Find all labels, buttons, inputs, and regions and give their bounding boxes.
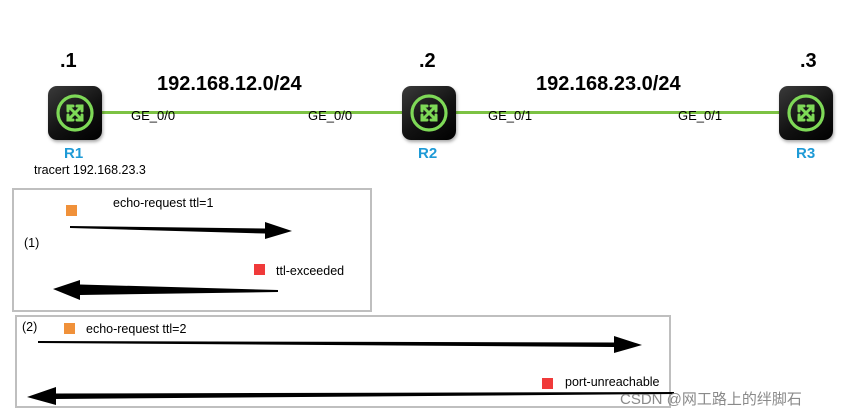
r1-host-octet: .1 (60, 50, 77, 72)
step-1-request-packet-icon (66, 205, 77, 216)
link-r2-r3 (452, 111, 783, 114)
step-1-index: (1) (24, 236, 40, 250)
subnet-label-23: 192.168.23.0/24 (536, 73, 681, 95)
r1-interface-label: GE_0/0 (131, 108, 176, 123)
trace-step-2-panel (15, 315, 671, 408)
tracert-command: tracert 192.168.23.3 (34, 163, 146, 177)
router-r2-name: R2 (418, 145, 438, 162)
step-1-request-label: echo-request ttl=1 (113, 196, 214, 210)
step-2-reply-arrow (27, 387, 674, 405)
r2-host-octet: .2 (419, 50, 436, 72)
step-1-request-arrow (70, 222, 292, 239)
watermark: CSDN @网工路上的绊脚石 (620, 391, 802, 408)
router-r3-name: R3 (796, 145, 816, 162)
step-2-reply-packet-icon (542, 378, 553, 389)
router-r1-icon[interactable] (48, 86, 102, 140)
r3-host-octet: .3 (800, 50, 817, 72)
step-1-reply-label: ttl-exceeded (276, 264, 345, 278)
step-2-reply-label: port-unreachable (565, 375, 660, 389)
step-2-request-arrow (38, 336, 642, 353)
step-1-reply-arrow (53, 280, 278, 300)
router-r2-icon[interactable] (402, 86, 456, 140)
step-1-reply-packet-icon (254, 264, 265, 275)
r2-right-interface-label: GE_0/1 (488, 108, 533, 123)
step-2-index: (2) (22, 320, 38, 334)
router-r3-icon[interactable] (779, 86, 833, 140)
r2-left-interface-label: GE_0/0 (308, 108, 353, 123)
step-2-request-label: echo-request ttl=2 (86, 322, 187, 336)
r3-interface-label: GE_0/1 (678, 108, 723, 123)
trace-step-1-panel (12, 188, 372, 312)
subnet-label-12: 192.168.12.0/24 (157, 73, 302, 95)
link-r1-r2 (100, 111, 405, 114)
step-2-request-packet-icon (64, 323, 75, 334)
router-r1-name: R1 (64, 145, 84, 162)
